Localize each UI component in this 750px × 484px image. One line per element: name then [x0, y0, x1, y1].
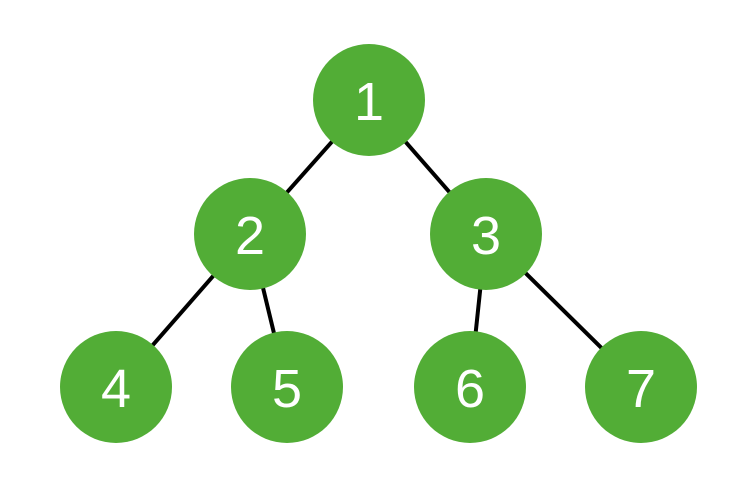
node-circle — [231, 331, 343, 443]
tree-node-2: 2 — [194, 178, 306, 290]
node-circle — [585, 331, 697, 443]
node-circle — [60, 331, 172, 443]
edge-n3-n6 — [473, 287, 483, 334]
edges-layer — [150, 139, 605, 351]
node-circle — [194, 178, 306, 290]
edge-n2-n5 — [260, 286, 277, 335]
node-label: 6 — [455, 359, 485, 419]
tree-node-7: 7 — [585, 331, 697, 443]
node-circle — [414, 331, 526, 443]
node-label: 3 — [471, 206, 501, 266]
node-circle — [313, 44, 425, 156]
edge-n2-n4 — [150, 273, 216, 348]
edge-n1-n2 — [284, 139, 335, 195]
nodes-layer: 1 2 3 4 5 6 7 — [60, 44, 697, 443]
node-label: 4 — [101, 359, 131, 419]
node-label: 5 — [272, 359, 302, 419]
tree-node-6: 6 — [414, 331, 526, 443]
node-label: 7 — [626, 359, 656, 419]
tree-node-4: 4 — [60, 331, 172, 443]
tree-node-5: 5 — [231, 331, 343, 443]
node-label: 2 — [235, 206, 265, 266]
edge-n3-n7 — [522, 270, 605, 351]
node-circle — [430, 178, 542, 290]
node-label: 1 — [354, 72, 384, 132]
tree-node-1: 1 — [313, 44, 425, 156]
tree-node-3: 3 — [430, 178, 542, 290]
edge-n1-n3 — [402, 139, 453, 195]
